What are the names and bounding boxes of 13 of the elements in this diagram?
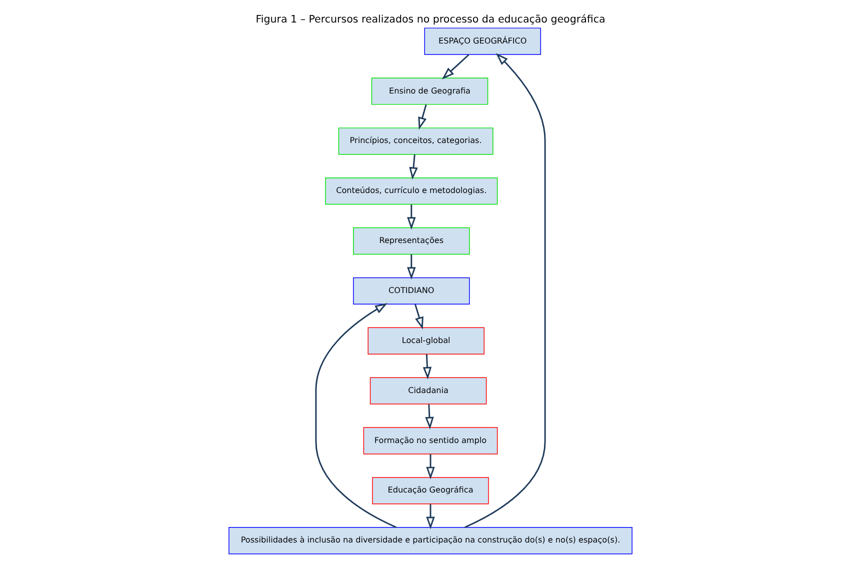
arrow	[441, 54, 469, 80]
arrow	[314, 303, 396, 528]
arrow	[406, 204, 416, 230]
arrow	[406, 254, 416, 280]
arrow	[422, 354, 432, 380]
arrow	[426, 454, 434, 480]
arrow	[408, 154, 418, 180]
arrow	[414, 304, 423, 330]
arrow	[424, 404, 434, 430]
arrow	[426, 504, 434, 530]
diagram-title: Figura 1 – Percursos realizados no processo da educação geográfica	[255, 13, 605, 26]
arrow	[418, 104, 426, 130]
arrow	[464, 53, 546, 528]
